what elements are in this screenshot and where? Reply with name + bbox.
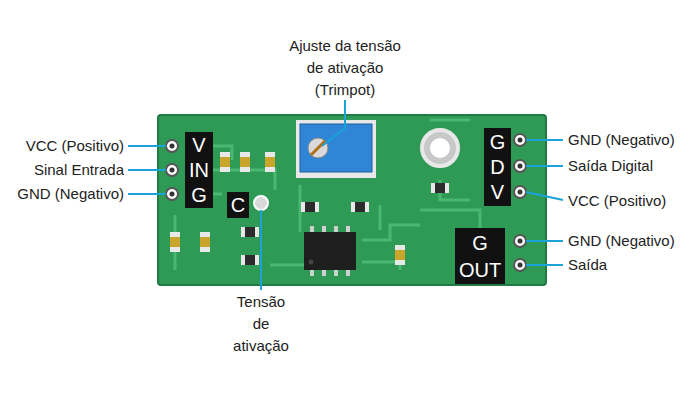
pin-label-box: G OUT	[455, 228, 505, 284]
pin-name: V	[491, 180, 504, 204]
pin-name: V	[192, 133, 205, 157]
callout-label: Sinal Entrada	[34, 159, 124, 181]
mounting-hole	[422, 130, 458, 166]
pcb-board	[158, 115, 546, 285]
callout-label: Saída Digital	[568, 155, 653, 177]
pin-name: G	[472, 231, 488, 255]
mounting-hole-center	[430, 138, 450, 158]
ic-chip	[304, 226, 356, 276]
callout-label: VCC (Positivo)	[26, 135, 124, 157]
pin-label-box: VING	[185, 132, 213, 208]
leader-lines	[128, 100, 563, 290]
callout-label: Ajuste da tensão de ativação (Trimpot)	[283, 35, 408, 101]
pin-name: G	[490, 130, 506, 154]
callout-label: GND (Negativo)	[568, 129, 675, 151]
callout-label: VCC (Positivo)	[568, 190, 666, 212]
pin-name: IN	[189, 158, 209, 182]
pin-label-box: C	[227, 192, 249, 218]
pin-label-box: GDV	[484, 128, 511, 206]
pin-name: C	[231, 193, 245, 217]
callout-label: Tensão de ativação	[229, 291, 293, 357]
pin-name: G	[191, 183, 207, 207]
callout-label: GND (Negativo)	[17, 183, 124, 205]
trimpot	[296, 120, 376, 178]
pin-name: D	[490, 155, 504, 179]
pin-name: OUT	[459, 258, 501, 282]
callout-label: GND (Negativo)	[568, 230, 675, 252]
callout-label: Saída	[568, 254, 607, 276]
test-point	[254, 196, 268, 210]
